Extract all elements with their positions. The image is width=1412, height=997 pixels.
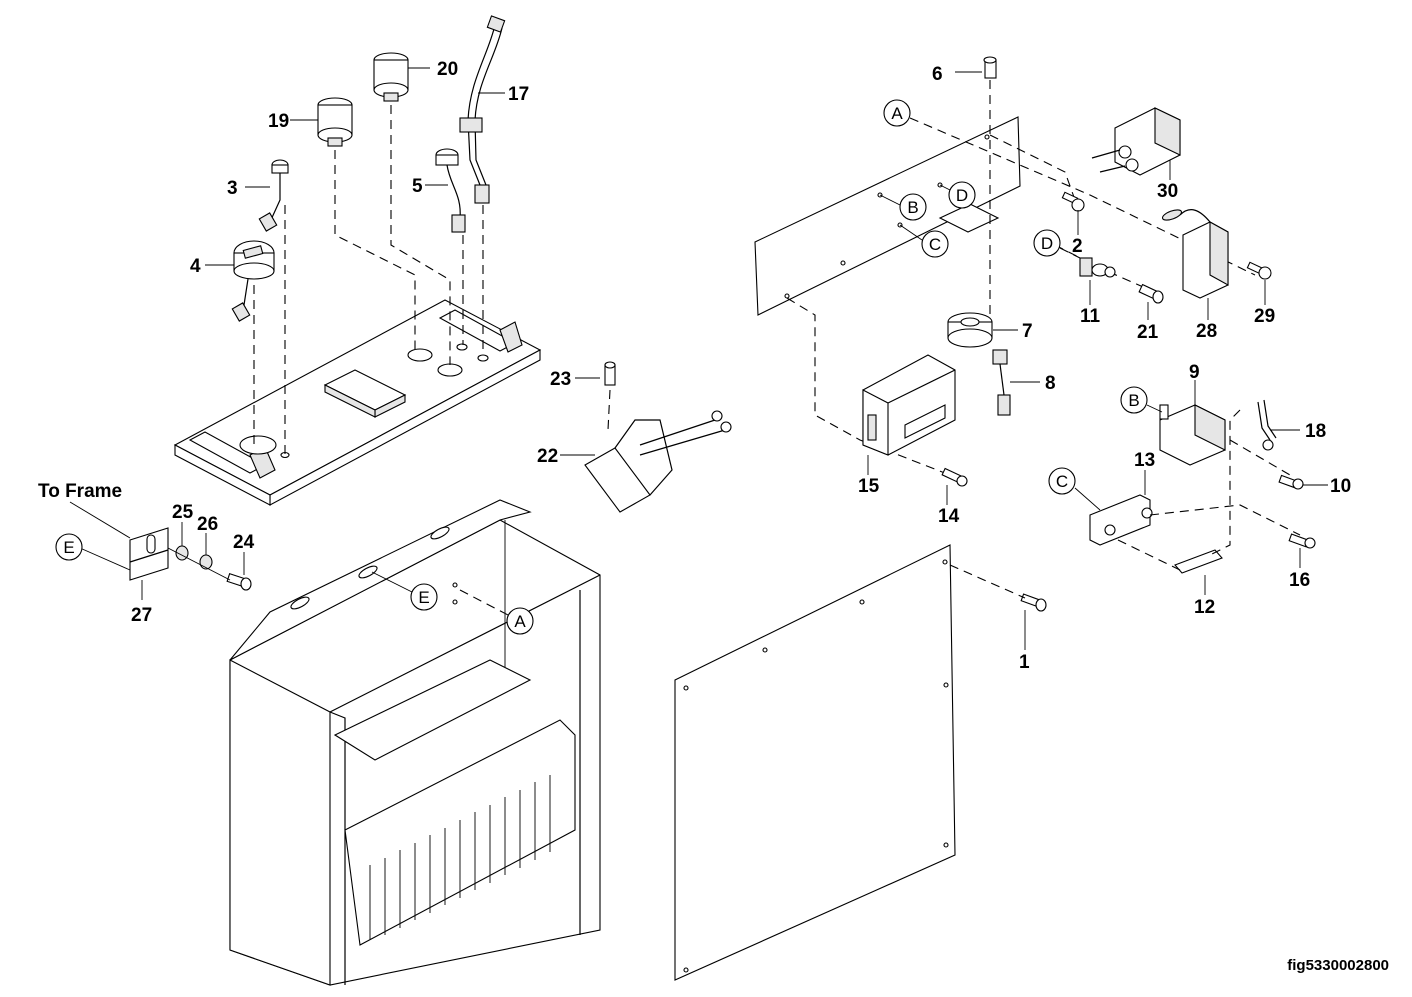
ref-marker-c-fuse: C: [1048, 467, 1101, 511]
callout-28: 28: [1196, 321, 1217, 342]
ref-marker-b-plate: B: [879, 193, 927, 221]
callout-26: 26: [197, 514, 218, 535]
callout-22: 22: [537, 446, 558, 467]
callout-10: 10: [1330, 476, 1351, 497]
svg-text:E: E: [63, 538, 74, 557]
callout-29: 29: [1254, 306, 1275, 327]
callout-2: 2: [1072, 236, 1083, 257]
part-13-fuse-holder: [1089, 494, 1153, 546]
part-28-module: [1161, 209, 1229, 299]
top-cover-plate: [173, 299, 542, 506]
part-11-switch: [1079, 257, 1116, 278]
callout-leaders: [69, 67, 1328, 650]
part-27-bracket: [129, 527, 169, 581]
back-panel-cover: [674, 544, 956, 981]
part-2-bolt: [1061, 191, 1085, 212]
part-26-washer: [199, 554, 213, 570]
ref-marker-a-box: A: [459, 589, 534, 635]
enclosure-box: [229, 499, 601, 986]
callout-8: 8: [1045, 373, 1056, 394]
part-23-screw: [604, 361, 616, 386]
part-29-bolt: [1246, 261, 1272, 280]
ref-marker-c-plate: C: [899, 224, 949, 258]
callout-18: 18: [1305, 421, 1326, 442]
callout-25: 25: [172, 502, 194, 523]
callout-3: 3: [227, 178, 238, 199]
svg-text:B: B: [1128, 391, 1139, 410]
part-24-bolt: [226, 573, 252, 591]
callout-23: 23: [550, 369, 571, 390]
svg-text:A: A: [891, 104, 903, 123]
callout-5: 5: [412, 176, 423, 197]
svg-text:B: B: [907, 198, 918, 217]
callout-4: 4: [190, 256, 201, 277]
callout-6: 6: [932, 64, 943, 85]
callout-12: 12: [1194, 597, 1215, 618]
mounting-plate: [754, 116, 1021, 316]
part-1-screw: [1020, 593, 1047, 612]
part-16-screw: [1288, 533, 1316, 549]
callout-24: 24: [233, 532, 255, 553]
part-14-screw: [941, 467, 968, 487]
callout-labels: 19 20 17 3 5 4 23 22 6 30 2 7 11 21 28 2…: [38, 59, 1351, 673]
part-30-contactor: [1091, 107, 1181, 176]
part-15-controller: [862, 354, 956, 456]
svg-text:D: D: [956, 186, 968, 205]
callout-13: 13: [1134, 450, 1155, 471]
part-21-screw: [1138, 283, 1164, 304]
callout-7: 7: [1022, 321, 1033, 342]
part-20-knob: [373, 52, 409, 102]
svg-text:A: A: [514, 612, 526, 631]
part-3-harness: [258, 159, 289, 232]
part-5-sensor: [435, 148, 466, 233]
callout-19: 19: [268, 111, 289, 132]
callout-21: 21: [1137, 322, 1159, 343]
part-17-harness: [459, 15, 506, 204]
to-frame-label: To Frame: [38, 481, 122, 502]
callout-16: 16: [1289, 570, 1310, 591]
part-10-screw: [1278, 474, 1304, 490]
part-9-solenoid: [1159, 404, 1226, 466]
svg-text:C: C: [1056, 472, 1068, 491]
callout-17: 17: [508, 84, 529, 105]
svg-text:E: E: [418, 588, 429, 607]
callout-30: 30: [1157, 181, 1178, 202]
ref-marker-a-plate: A: [883, 99, 911, 127]
part-12-fuse: [1174, 549, 1223, 574]
callout-15: 15: [858, 476, 880, 497]
figure-id: fig5330002800: [1287, 957, 1389, 974]
callout-14: 14: [938, 506, 960, 527]
callout-11: 11: [1080, 306, 1101, 327]
ref-marker-e-box: E: [371, 571, 438, 611]
svg-text:D: D: [1041, 234, 1053, 253]
part-7-ferrite-core: [947, 312, 993, 348]
assembly-leader-lines-left: [253, 105, 484, 455]
part-4-gauge: [231, 240, 275, 322]
part-22-connector: [584, 410, 732, 513]
callout-27: 27: [131, 605, 152, 626]
part-6-screw: [983, 56, 997, 79]
ref-marker-b-solenoid: B: [1120, 386, 1163, 414]
ref-marker-d-plate: D: [939, 181, 976, 209]
part-18-jumper: [1257, 399, 1277, 451]
ref-marker-e-bracket: E: [55, 533, 83, 561]
callout-9: 9: [1189, 362, 1200, 383]
part-8-harness: [992, 349, 1011, 416]
ref-marker-d-switch: D: [1033, 229, 1081, 259]
heatsink-fins: [369, 775, 551, 940]
callout-1: 1: [1019, 652, 1030, 673]
part-19-knob: [317, 97, 353, 147]
svg-text:C: C: [929, 235, 941, 254]
callout-20: 20: [437, 59, 458, 80]
